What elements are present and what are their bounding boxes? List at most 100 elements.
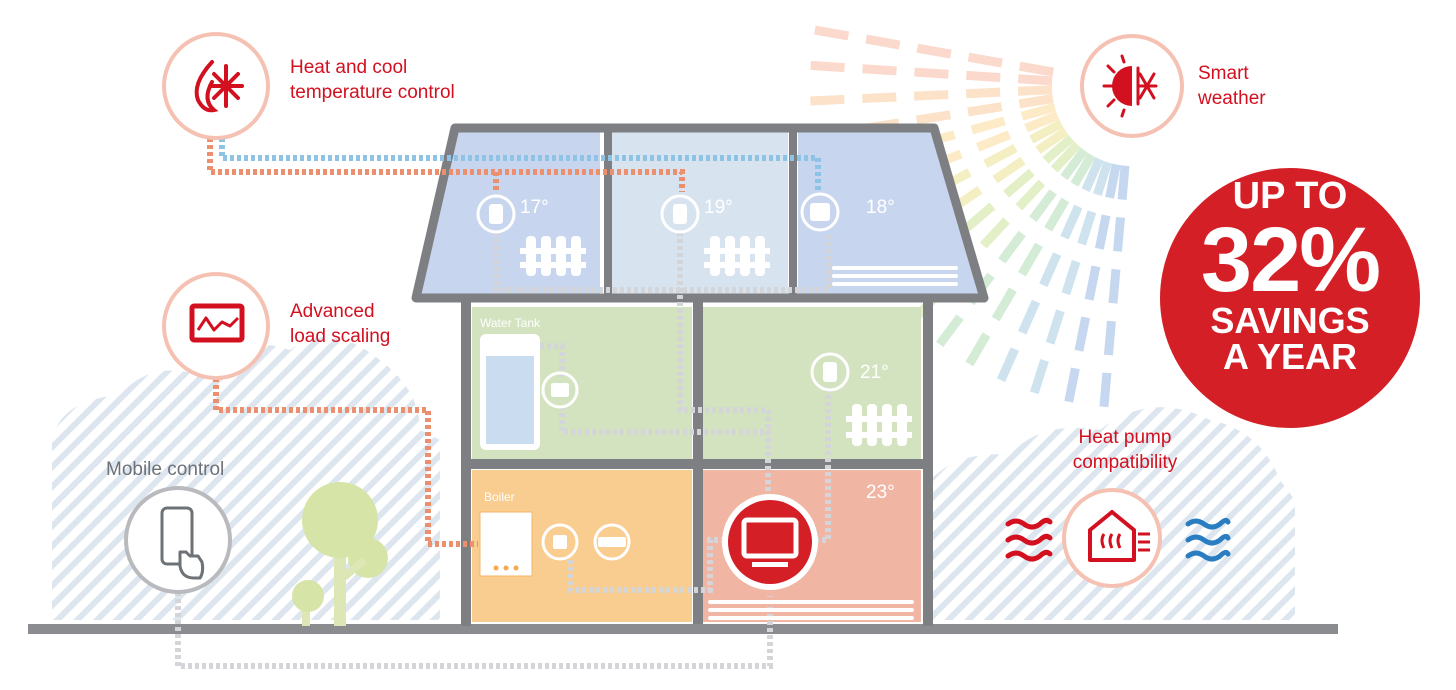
load-scaling-label: Advanced load scaling (290, 299, 390, 349)
radiator-middle-right (846, 404, 912, 446)
weather-ray (1029, 359, 1049, 395)
weather-ray (915, 110, 951, 125)
weather-ray (1060, 147, 1088, 181)
weather-ray (1015, 179, 1046, 211)
smart-weather-label-line1: Smart (1198, 63, 1249, 84)
hot-air-waves-icon (1005, 517, 1053, 562)
savings-badge-percent: 32% (1200, 209, 1381, 311)
weather-ray (1017, 74, 1053, 86)
valve-controller (541, 371, 579, 409)
ground-line (28, 624, 1338, 634)
thermostat-middle-right (810, 352, 850, 392)
weather-ray (1017, 85, 1053, 96)
savings-badge-line4: A YEAR (1222, 336, 1358, 377)
weather-ray (1077, 210, 1097, 246)
weather-ray (983, 143, 1018, 168)
underfloor-heating-ground (708, 600, 914, 620)
weather-ray (992, 156, 1026, 184)
weather-ray (1084, 265, 1101, 301)
weather-ray (810, 94, 845, 106)
weather-ray (998, 230, 1026, 264)
weather-ray (1044, 197, 1070, 232)
heat-cool-label-line1: Heat and cool (290, 57, 408, 78)
temp-attic-middle: 19° (704, 197, 733, 218)
weather-ray (1018, 94, 1054, 109)
weather-ray (1029, 119, 1064, 144)
underfloor-heating-attic (832, 266, 958, 286)
flame-snowflake-icon (194, 60, 244, 113)
weather-ray (1003, 168, 1035, 198)
central-controller-icon (722, 494, 818, 590)
weather-ray (1018, 61, 1054, 77)
heat-pump-label-line2: compatibility (1072, 452, 1178, 473)
radiator-attic-left (520, 236, 586, 276)
sun-snowflake-icon (1102, 54, 1158, 118)
weather-ray (1093, 160, 1113, 196)
weather-ray (1039, 252, 1062, 287)
mobile-control-circle (124, 486, 232, 594)
weather-ray (1045, 309, 1065, 345)
weather-ray (1035, 127, 1069, 155)
weather-ray (1103, 320, 1116, 356)
weather-ray (914, 67, 949, 79)
load-scaling-label-line2: load scaling (290, 326, 391, 347)
weather-ray (991, 287, 1017, 322)
thermostat-attic-middle (660, 194, 700, 234)
waveform-monitor-icon (189, 303, 245, 343)
mobile-control-label: Mobile control (106, 459, 225, 480)
weather-ray (1117, 165, 1130, 200)
savings-badge: UP TO 32% SAVINGS A YEAR (1160, 168, 1420, 428)
weather-ray (1064, 367, 1080, 403)
load-scaling-label-line1: Advanced (290, 301, 375, 322)
weather-ray (1105, 163, 1121, 199)
phone-touch-icon (160, 506, 205, 580)
weather-ray (862, 92, 897, 104)
temp-middle-right: 21° (860, 362, 889, 383)
savings-badge-line3: SAVINGS (1210, 300, 1370, 341)
weather-ray (1020, 102, 1057, 121)
weather-ray (1060, 204, 1083, 240)
temp-attic-left: 17° (520, 197, 549, 218)
wiring (175, 138, 831, 669)
weather-ray (1024, 111, 1060, 133)
weather-ray (1108, 268, 1121, 304)
weather-ray (976, 130, 1011, 152)
thermostat-attic-left (476, 194, 516, 234)
load-scaling-circle (162, 272, 270, 380)
heat-pump-label-line1: Heat pump (1078, 427, 1172, 448)
zone-controller (593, 523, 631, 561)
weather-ray (966, 70, 1001, 83)
attic-room-right (798, 132, 980, 296)
weather-ray (965, 87, 1001, 99)
weather-ray (1018, 299, 1041, 335)
boiler-room-label: Boiler (484, 490, 515, 504)
heat-cool-label: Heat and cool temperature control (290, 55, 455, 105)
weather-ray (862, 64, 897, 76)
weather-ray (1074, 316, 1091, 352)
smart-weather-label: Smart weather (1198, 61, 1266, 111)
boiler-unit (479, 511, 533, 577)
weather-ray (1099, 372, 1112, 408)
weather-ray (970, 116, 1006, 135)
savings-badge-line1: UP TO (1232, 175, 1348, 217)
weather-ray (1070, 152, 1096, 187)
temp-attic-right: 18° (866, 197, 895, 218)
weather-ray (1029, 189, 1057, 222)
heat-cool-circle (162, 32, 270, 140)
cold-air-waves-icon (1185, 517, 1231, 562)
water-tank (480, 334, 540, 450)
weather-ray (1018, 242, 1043, 277)
weather-ray (936, 314, 964, 347)
weather-ray (914, 90, 949, 101)
weather-ray (965, 332, 991, 367)
thermostat-attic-right (800, 192, 840, 232)
weather-ray (814, 25, 850, 41)
weather-ray (1042, 134, 1075, 164)
boiler-receiver (541, 523, 579, 561)
heat-pump-circle (1062, 488, 1162, 588)
weather-ray (996, 347, 1019, 382)
weather-ray (1081, 157, 1104, 192)
temp-ground-right: 23° (866, 482, 895, 503)
weather-ray (1050, 141, 1081, 173)
weather-ray (1061, 259, 1081, 296)
